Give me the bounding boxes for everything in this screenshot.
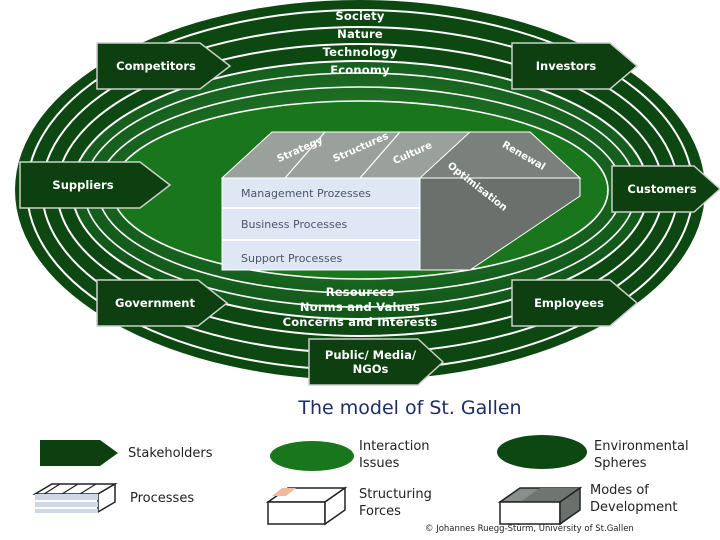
ring-label-norms: Norms and Values (299, 300, 421, 314)
ring-label-economy: Economy (330, 63, 390, 77)
legend-structuring-label: Structuring Forces (359, 487, 432, 519)
legend-interaction-label: Interaction Issues (359, 439, 430, 471)
ring-label-concerns: Concerns and Interests (282, 315, 438, 329)
legend-stakeholders-label: Stakeholders (128, 446, 213, 461)
legend-processes-label: Processes (130, 491, 195, 506)
ring-label-society: Society (335, 9, 385, 23)
arrow-investors (511, 42, 639, 90)
legend-interaction-icon (270, 441, 354, 471)
arrow-suppliers (19, 161, 172, 209)
stakeholder-public-media-ngos: Public/ Media/ NGOs (324, 348, 417, 376)
process-business: Business Processes (241, 218, 348, 231)
process-management: Management Prozesses (241, 187, 371, 200)
processes-face (221, 177, 421, 271)
legend-stakeholder-icon (40, 440, 118, 466)
legend-icons (32, 435, 587, 526)
stakeholder-employees: Employees (534, 296, 604, 310)
stakeholder-suppliers: Suppliers (52, 178, 114, 192)
legend-modes-icon (497, 486, 583, 526)
process-support: Support Processes (241, 252, 343, 265)
legend-structuring-icon (265, 486, 348, 526)
legend-processes-icon (32, 482, 118, 514)
stakeholder-government: Government (115, 296, 195, 310)
stakeholder-customers: Customers (627, 182, 697, 196)
legend-modes-label: Modes of Development (590, 483, 678, 515)
stakeholder-competitors: Competitors (116, 59, 196, 73)
copyright-notice: © Johannes Ruegg-Stürm, University of St… (425, 524, 634, 534)
legend-environmental-label: Environmental Spheres (594, 439, 689, 471)
ring-label-nature: Nature (337, 27, 383, 41)
arrow-competitors (96, 42, 232, 90)
arrow-government (96, 279, 229, 327)
process-block (220, 131, 582, 271)
ring-label-technology: Technology (322, 45, 398, 59)
legend-environmental-icon (497, 435, 587, 469)
stakeholder-arrows (19, 42, 720, 386)
stakeholder-investors: Investors (535, 59, 597, 73)
arrow-employees (511, 279, 639, 327)
arrow-customers (611, 165, 720, 213)
ring-label-resources: Resources (325, 285, 395, 299)
arrow-public (308, 338, 445, 386)
diagram-caption: The model of St. Gallen (298, 397, 522, 419)
